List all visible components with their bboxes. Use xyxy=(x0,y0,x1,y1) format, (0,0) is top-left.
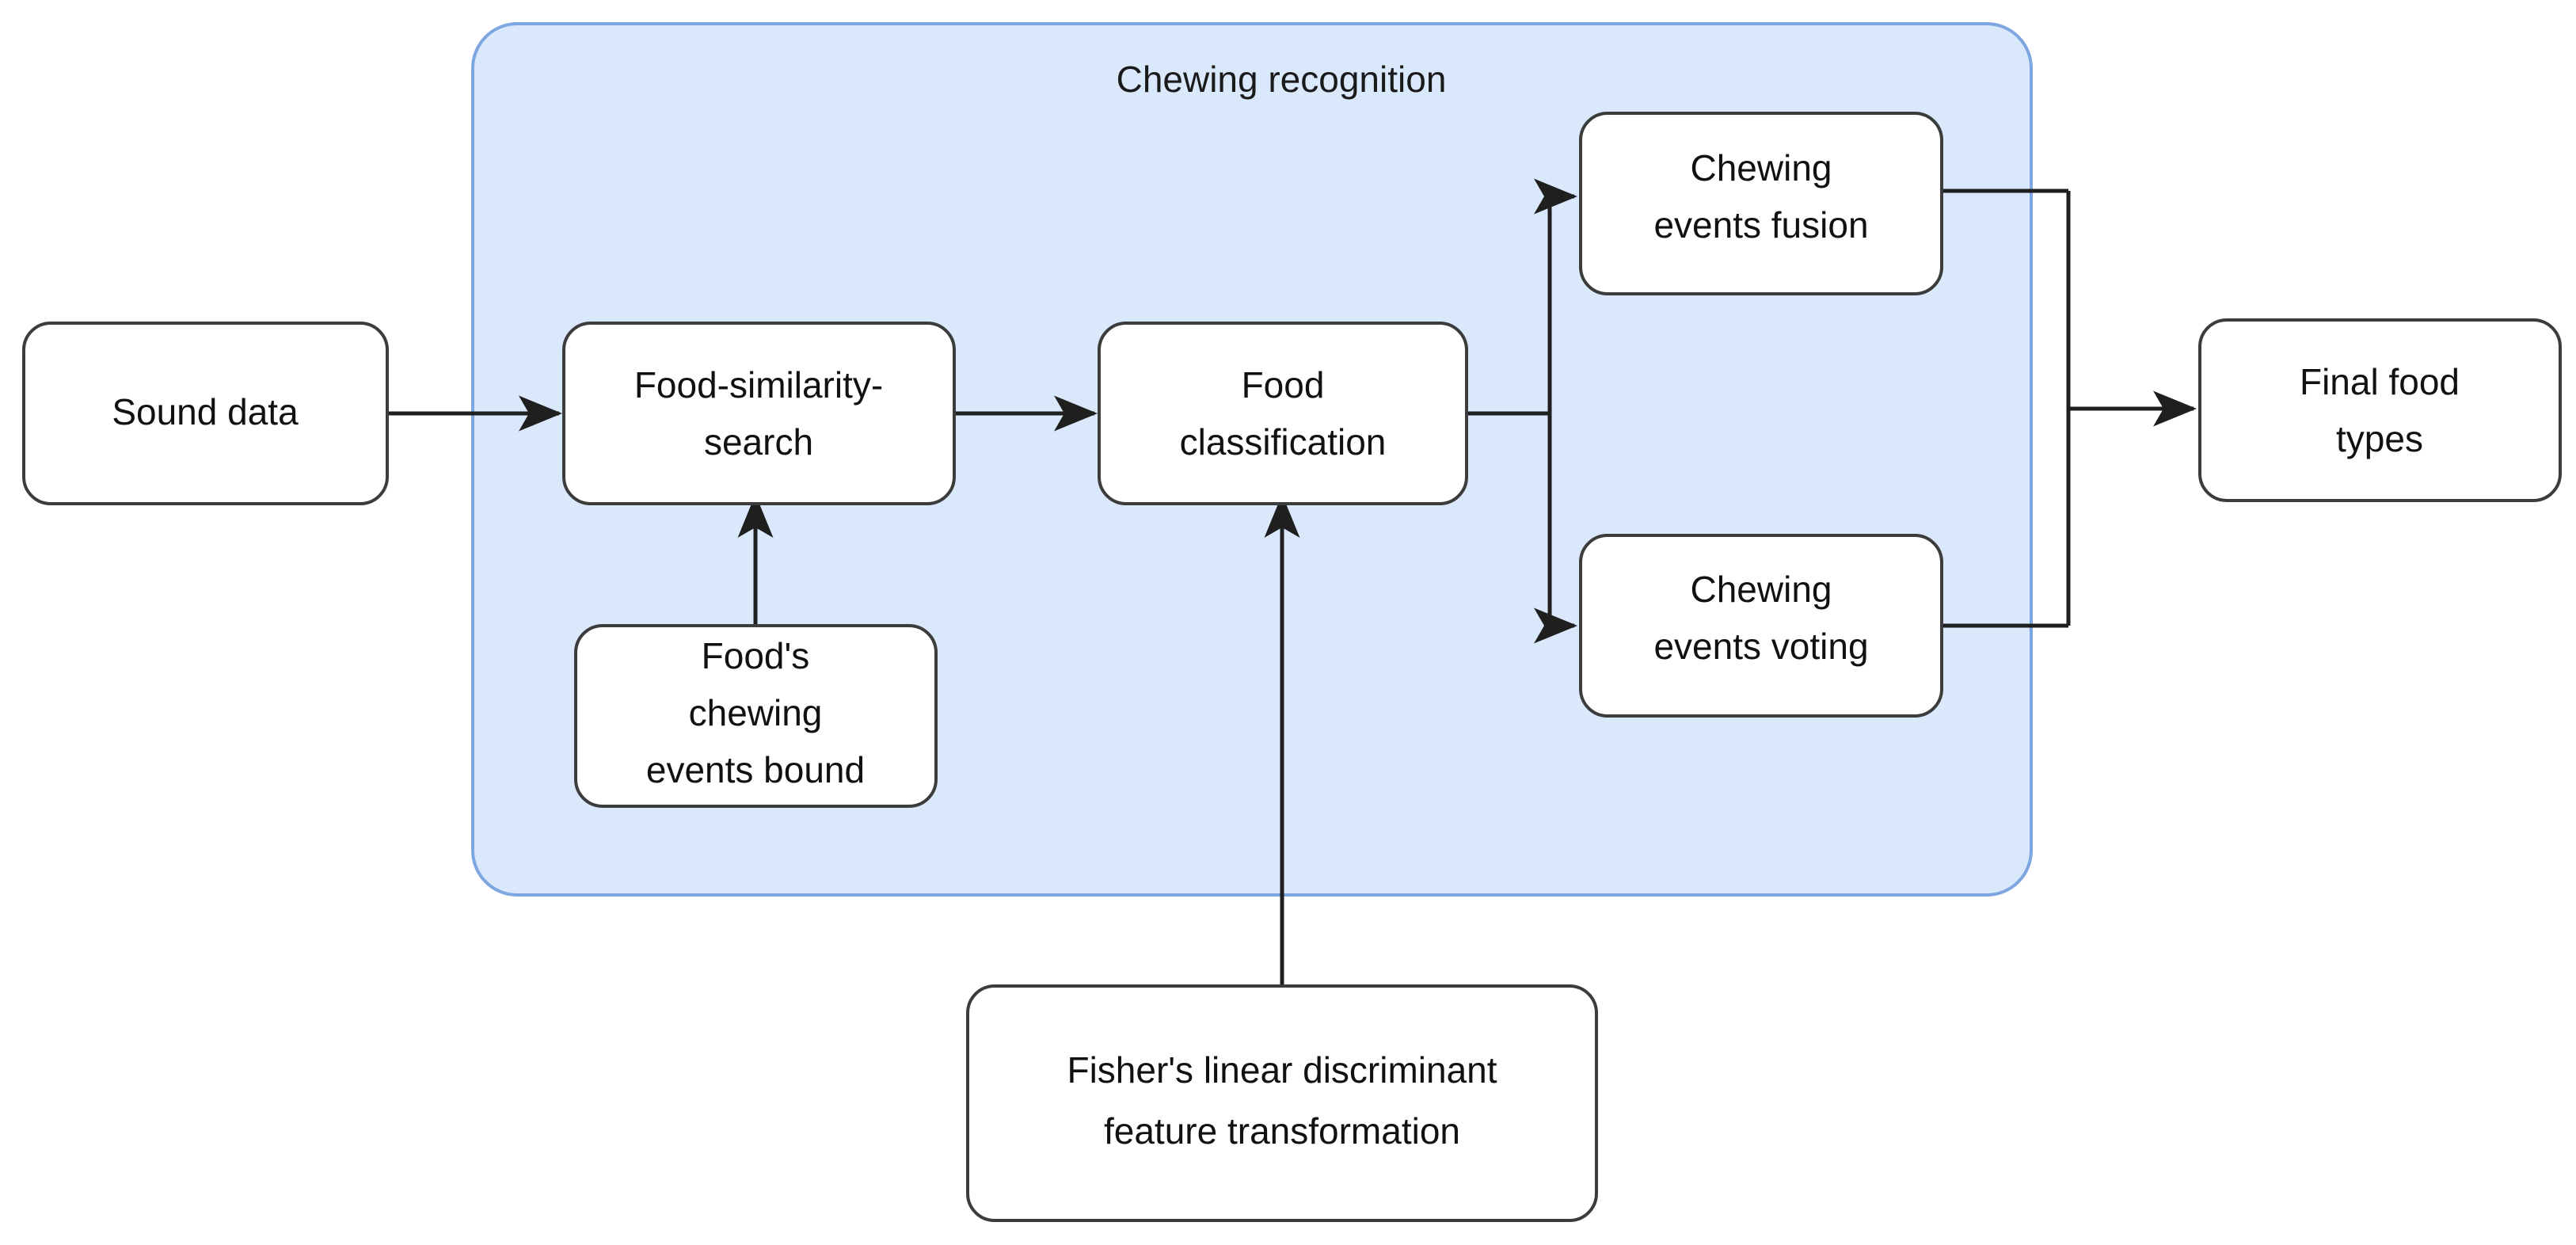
node-chewing-events-fusion-label-line2: events fusion xyxy=(1653,204,1868,246)
node-sound-data[interactable]: Sound data xyxy=(22,322,389,505)
node-food-similarity-search-label-line2: search xyxy=(704,421,813,463)
node-final-food-types-label-line2: types xyxy=(2336,418,2423,459)
node-chewing-events-voting-label-line2: events voting xyxy=(1653,626,1868,667)
node-food-classification-label-line2: classification xyxy=(1180,421,1387,463)
node-chewing-events-fusion[interactable]: Chewing events fusion xyxy=(1579,112,1943,295)
node-chewing-events-voting-label-line1: Chewing xyxy=(1691,569,1832,610)
node-food-similarity-search-label-line1: Food-similarity- xyxy=(634,364,883,405)
node-sound-data-box[interactable] xyxy=(22,322,389,505)
node-final-food-types[interactable]: Final food types xyxy=(2198,318,2562,502)
node-fisher-transform-box[interactable] xyxy=(966,984,1598,1222)
node-chewing-events-fusion-box[interactable] xyxy=(1579,112,1943,295)
node-foods-chewing-events-bound-label-line3: events bound xyxy=(646,749,865,790)
node-food-similarity-search[interactable]: Food-similarity- search xyxy=(562,322,956,505)
node-fisher-transform-label-line2: feature transformation xyxy=(1104,1110,1460,1152)
node-fisher-transform-label-line1: Fisher's linear discriminant xyxy=(1067,1049,1497,1091)
node-food-classification-label-line1: Food xyxy=(1242,364,1325,405)
node-food-classification[interactable]: Food classification xyxy=(1098,322,1468,505)
node-chewing-events-voting-box[interactable] xyxy=(1579,534,1943,718)
node-foods-chewing-events-bound-label-line2: chewing xyxy=(689,692,823,733)
group-title: Chewing recognition xyxy=(1117,59,1447,100)
node-sound-data-label: Sound data xyxy=(112,391,299,432)
node-food-classification-box[interactable] xyxy=(1098,322,1468,505)
node-chewing-events-voting[interactable]: Chewing events voting xyxy=(1579,534,1943,718)
node-foods-chewing-events-bound[interactable]: Food's chewing events bound xyxy=(574,624,938,808)
node-final-food-types-label-line1: Final food xyxy=(2300,361,2460,402)
node-chewing-events-fusion-label-line1: Chewing xyxy=(1691,147,1832,188)
node-fisher-transform[interactable]: Fisher's linear discriminant feature tra… xyxy=(966,984,1598,1222)
node-foods-chewing-events-bound-box[interactable] xyxy=(574,624,938,808)
node-foods-chewing-events-bound-label-line1: Food's xyxy=(702,635,810,676)
node-final-food-types-box[interactable] xyxy=(2198,318,2562,502)
node-food-similarity-search-box[interactable] xyxy=(562,322,956,505)
